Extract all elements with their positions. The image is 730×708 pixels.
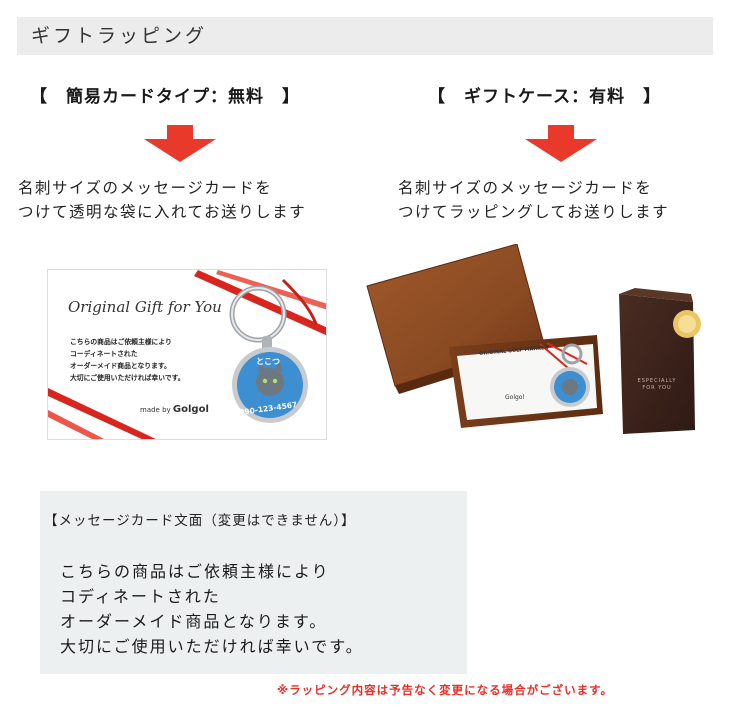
option-gift-case: 【 ギフトケース：有料 】 名刺サイズのメッセージカードを つけてラッピングして…	[398, 80, 728, 221]
option-description: 名刺サイズのメッセージカードを つけて透明な袋に入れてお送りします	[18, 176, 306, 224]
card-body: こちらの商品はご依頼主様により コーディネートされた オーダーメイド商品となりま…	[70, 336, 185, 384]
message-text-box: 【メッセージカード文面（変更はできません）】 こちらの商品はご依頼主様により コ…	[40, 491, 467, 674]
card-body-line: コーディネートされた	[70, 350, 138, 358]
message-box-header: 【メッセージカード文面（変更はできません）】	[44, 513, 356, 529]
description-line: 名刺サイズのメッセージカードを	[18, 179, 273, 197]
message-line: コディネートされた	[60, 587, 221, 606]
ribbon-graphic	[48, 270, 326, 439]
card-body-line: こちらの商品はご依頼主様により	[70, 338, 172, 346]
case-card-brand: Golgol	[505, 394, 525, 401]
brand-logo: Golgol	[172, 404, 209, 415]
pouch-label-line: FOR YOU	[642, 385, 672, 391]
option-description: 名刺サイズのメッセージカードを つけてラッピングしてお送りします	[398, 176, 669, 224]
section-header: ギフトラッピング	[17, 17, 713, 55]
message-line: 大切にご使用いただければ幸いです。	[60, 637, 364, 656]
gift-box-graphic	[366, 243, 701, 434]
message-line: こちらの商品はご依頼主様により	[60, 562, 330, 581]
option-title: 【 ギフトケース：有料 】	[428, 87, 662, 107]
notice-text: ※ラッピング内容は予告なく変更になる場合がございます。	[277, 683, 614, 697]
card-title: Original Gift for You	[68, 298, 222, 316]
card-body-line: オーダーメイド商品となります。	[70, 362, 171, 370]
description-line: つけてラッピングしてお送りします	[398, 203, 670, 221]
message-line: オーダーメイド商品となります。	[60, 612, 328, 631]
made-by-prefix: made by	[140, 406, 171, 414]
description-line: 名刺サイズのメッセージカードを	[398, 179, 653, 197]
option-title: 【 簡易カードタイプ：無料 】	[30, 87, 300, 107]
description-line: つけて透明な袋に入れてお送りします	[18, 203, 307, 221]
message-lines: こちらの商品はご依頼主様により コディネートされた オーダーメイド商品となります…	[60, 559, 364, 659]
tag-name: とこつ	[256, 357, 280, 366]
pouch-label-line: ESPECIALLY	[637, 378, 677, 384]
section-title: ギフトラッピング	[31, 25, 208, 47]
option-simple-card: 【 簡易カードタイプ：無料 】 名刺サイズのメッセージカードを つけて透明な袋に…	[18, 80, 363, 221]
message-card-photo: Original Gift for You こちらの商品はご依頼主様により コー…	[47, 269, 327, 440]
card-body-line: 大切にご使用いただければ幸いです。	[70, 374, 185, 382]
gift-case-photo: ORIGINAL GOLF MARKER Golgol ESPECIALLY F…	[365, 243, 725, 439]
card-made-by: made by Golgol	[140, 404, 209, 415]
pouch-label: ESPECIALLY FOR YOU	[627, 378, 687, 392]
